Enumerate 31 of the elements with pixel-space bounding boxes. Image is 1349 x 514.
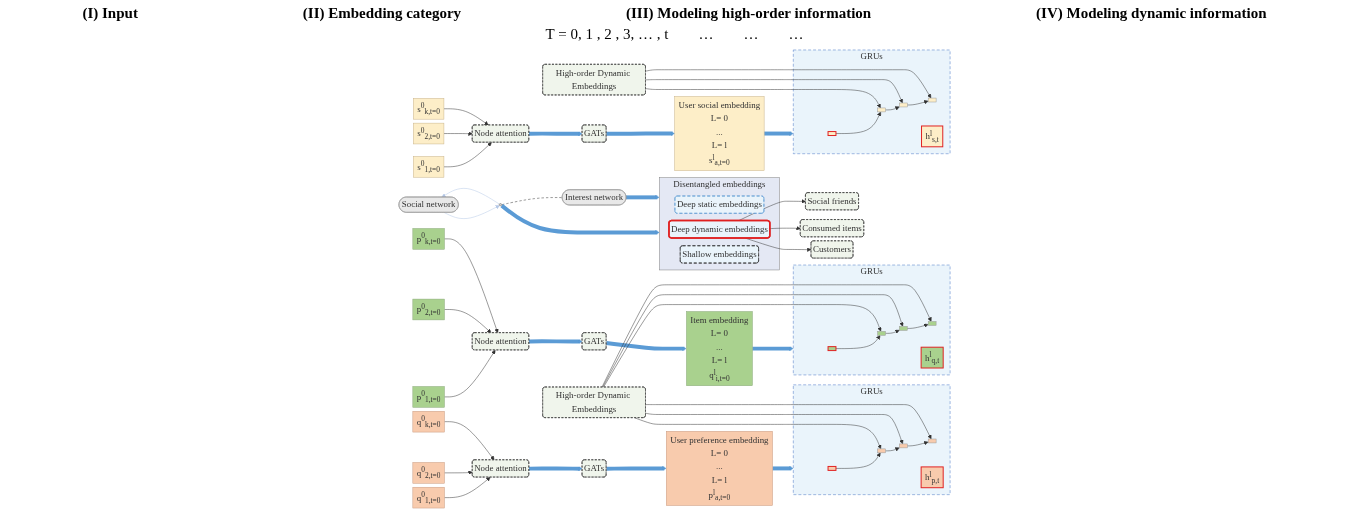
arrow [528, 339, 583, 344]
section-heading: (I) Input [82, 4, 138, 22]
arrow [764, 131, 794, 136]
arrow [606, 466, 667, 471]
section-heading: (II) Embedding category [302, 4, 462, 22]
section-heading: (IV) Modeling dynamic information [1036, 4, 1267, 22]
node-box [877, 107, 886, 113]
ellipsis-label: … [698, 26, 714, 44]
node-box [827, 465, 837, 471]
arrow [528, 466, 583, 471]
node-box [927, 438, 937, 444]
ellipsis-label: … [788, 26, 804, 44]
node-box [877, 331, 886, 336]
arrow [606, 341, 687, 351]
arrow [500, 204, 660, 235]
node-box [899, 443, 908, 449]
node-box [899, 326, 908, 331]
arrow [626, 195, 660, 200]
node-box [927, 97, 937, 103]
arrow [606, 131, 675, 136]
node-box [827, 131, 837, 136]
arrow [528, 131, 583, 136]
arrow [752, 346, 794, 351]
section-heading: (III) Modeling high-order information [626, 4, 872, 22]
node-box [927, 321, 937, 326]
node-box [899, 102, 908, 108]
ellipsis-label: … [743, 26, 759, 44]
arrow [771, 466, 794, 471]
node-box [827, 346, 837, 352]
node-box [877, 448, 886, 454]
time-steps-label: T = 0, 1 , 2 , 3, … , t [545, 26, 669, 44]
